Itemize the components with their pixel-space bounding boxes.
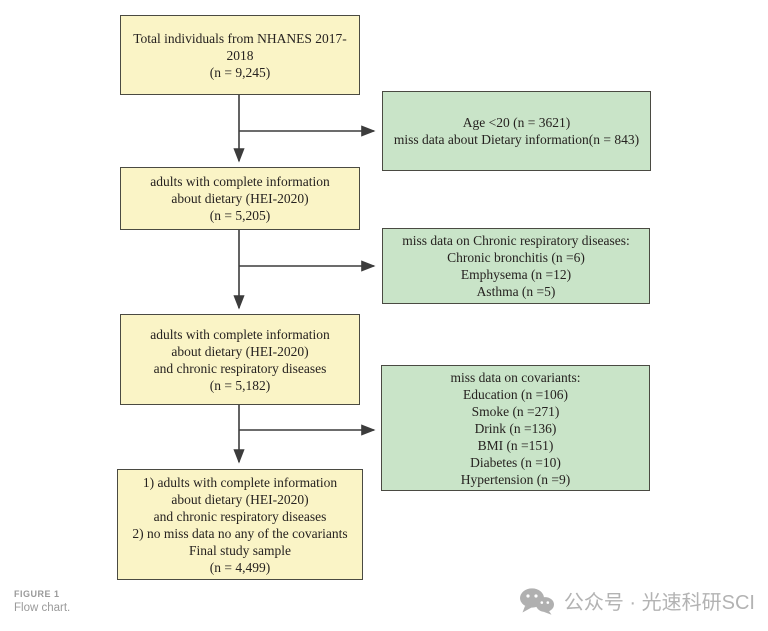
box-line: (n = 9,245) (209, 64, 271, 80)
box-line: (n = 5,205) (209, 208, 271, 223)
flow-box-total-individuals: Total individuals from NHANES 2017-2018(… (120, 15, 360, 95)
box-line: Emphysema (n =12) (460, 267, 572, 282)
box-line: Chronic bronchitis (n =6) (447, 250, 585, 265)
box-line: miss data on Chronic respiratory disease… (402, 233, 630, 248)
box-line: adults with complete information (150, 326, 330, 342)
box-line: Asthma (n =5) (476, 284, 556, 299)
box-line: Age <20 (n = 3621) (462, 115, 571, 130)
flow-box-complete-dietary: adults with complete information about di… (120, 167, 360, 230)
exclusion-box-covariants-missing: miss data on covariants:Education (n =10… (381, 365, 650, 491)
watermark: 公众号 · 光速科研SCI (519, 586, 755, 615)
box-line: (n = 4,499) (209, 559, 271, 575)
wechat-icon (519, 587, 554, 615)
box-line: miss data on covariants: (450, 369, 581, 385)
box-line: and chronic respiratory diseases (153, 508, 327, 524)
box-line: and chronic respiratory diseases (153, 360, 327, 376)
box-line: Total individuals from NHANES 2017- (133, 30, 347, 46)
figure-label: FIGURE 1 (14, 589, 60, 599)
box-line: about dietary (HEI-2020) (171, 491, 309, 507)
exclusion-box-respiratory-missing: miss data on Chronic respiratory disease… (382, 228, 650, 304)
box-line: about dietary (HEI-2020) (171, 343, 309, 359)
box-line: adults with complete information (150, 174, 330, 189)
box-line: Education (n =106) (462, 386, 569, 402)
box-line: Smoke (n =271) (471, 403, 560, 419)
figure-caption: FIGURE 1 Flow chart. (14, 589, 70, 614)
watermark-text: 公众号 · 光速科研SCI (563, 592, 755, 614)
exclusion-box-age-dietary: Age <20 (n = 3621) miss data about Dietar… (382, 91, 651, 171)
box-line: 2) no miss data no any of the covariants (132, 525, 348, 541)
box-line: (n = 5,182) (209, 377, 271, 393)
box-line: BMI (n =151) (477, 437, 554, 453)
box-line: Diabetes (n =10) (470, 454, 561, 470)
box-line: Hypertension (n =9) (460, 471, 571, 487)
box-line: Final study sample (189, 542, 291, 558)
box-line: miss data about Dietary information(n = … (393, 132, 640, 147)
box-line: 1) adults with complete information (142, 474, 338, 490)
box-line: about dietary (HEI-2020) (171, 191, 309, 206)
box-line: Drink (n =136) (474, 420, 557, 436)
figure-caption-text: Flow chart. (14, 602, 71, 614)
box-line: 2018 (226, 47, 254, 63)
